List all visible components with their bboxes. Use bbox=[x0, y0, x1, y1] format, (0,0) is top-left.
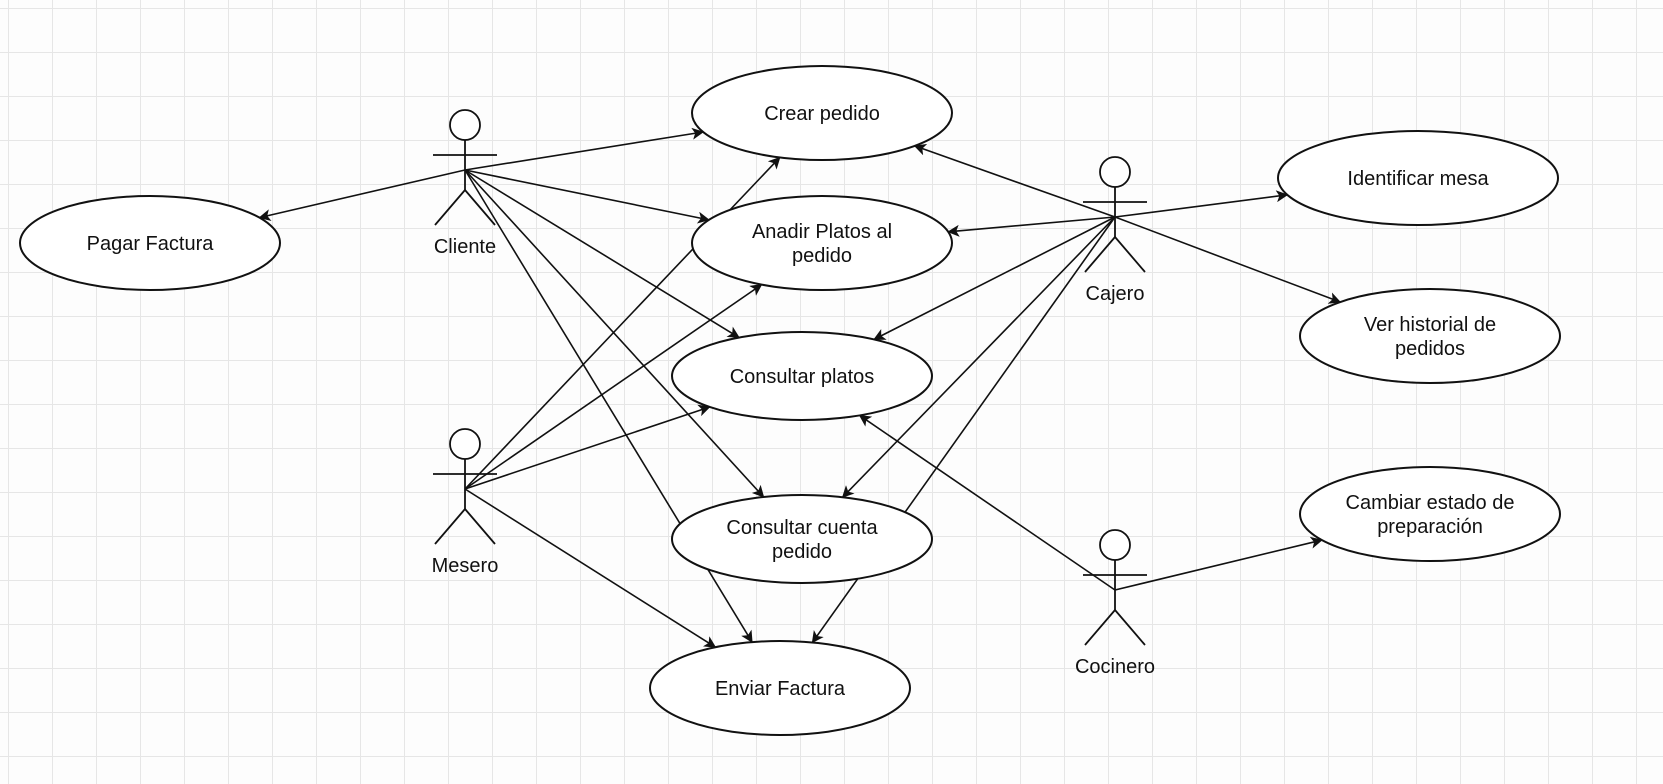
use-case-ellipse bbox=[19, 195, 281, 291]
actor-left-leg bbox=[1084, 236, 1116, 273]
association-cajero-consultar_cuenta bbox=[841, 216, 1116, 498]
association-cajero-historial bbox=[1114, 216, 1342, 304]
actor-label: Cocinero bbox=[1075, 656, 1155, 678]
actor-cliente[interactable]: Cliente bbox=[433, 109, 497, 258]
use-case-label: Crear pedido bbox=[764, 103, 880, 125]
association-cajero-anadir bbox=[947, 216, 1116, 237]
use-case-identificar[interactable]: Identificar mesa bbox=[1277, 130, 1559, 226]
use-case-label: Anadir Platos al bbox=[752, 221, 892, 243]
actor-head-icon bbox=[449, 428, 481, 460]
association-cliente-consultar_cuenta bbox=[464, 169, 765, 498]
use-case-consultar-platos[interactable]: Consultar platos bbox=[671, 331, 933, 421]
actor-left-leg bbox=[1084, 609, 1116, 646]
use-case-pagar[interactable]: Pagar Factura bbox=[19, 195, 281, 291]
actor-cajero[interactable]: Cajero bbox=[1083, 156, 1147, 305]
use-case-ellipse bbox=[671, 331, 933, 421]
use-case-label: Pagar Factura bbox=[87, 233, 215, 255]
use-case-label: Ver historial de bbox=[1364, 314, 1496, 336]
use-case-label: preparación bbox=[1377, 516, 1483, 538]
use-case-ellipse bbox=[691, 65, 953, 161]
use-case-label: Identificar mesa bbox=[1347, 168, 1489, 190]
association-cocinero-consultar_platos bbox=[858, 414, 1116, 591]
association-mesero-crear bbox=[464, 156, 781, 490]
use-case-ellipse bbox=[1299, 466, 1561, 562]
association-cajero-crear bbox=[913, 143, 1116, 218]
association-mesero-enviar bbox=[464, 488, 717, 648]
association-cliente-pagar bbox=[258, 169, 466, 221]
actor-label: Mesero bbox=[432, 555, 499, 577]
use-case-crear[interactable]: Crear pedido bbox=[691, 65, 953, 161]
association-mesero-consultar_platos bbox=[464, 404, 711, 490]
actor-head-icon bbox=[1099, 156, 1131, 188]
use-case-label: Consultar cuenta bbox=[726, 517, 878, 539]
association-cliente-anadir bbox=[464, 169, 710, 224]
use-case-label: Cambiar estado de bbox=[1346, 492, 1515, 514]
actor-right-leg bbox=[464, 508, 496, 545]
use-case-label: pedido bbox=[792, 245, 852, 267]
association-cliente-crear bbox=[464, 127, 705, 171]
actor-right-leg bbox=[464, 189, 496, 226]
use-case-label: Enviar Factura bbox=[715, 678, 846, 700]
actor-left-leg bbox=[434, 508, 466, 545]
association-cajero-identificar bbox=[1114, 190, 1289, 218]
use-case-ellipse bbox=[671, 494, 933, 584]
actor-cocinero[interactable]: Cocinero bbox=[1075, 529, 1155, 678]
associations bbox=[258, 127, 1342, 648]
association-cajero-consultar_platos bbox=[873, 216, 1116, 341]
actor-label: Cajero bbox=[1086, 283, 1145, 305]
actor-left-leg bbox=[434, 189, 466, 226]
actor-right-leg bbox=[1114, 609, 1146, 646]
actor-head-icon bbox=[1099, 529, 1131, 561]
association-cliente-consultar_platos bbox=[464, 169, 740, 339]
use-case-label: Consultar platos bbox=[730, 366, 875, 388]
actor-mesero[interactable]: Mesero bbox=[432, 428, 499, 577]
actor-right-leg bbox=[1114, 236, 1146, 273]
use-case-enviar[interactable]: Enviar Factura bbox=[649, 640, 911, 736]
use-case-ellipse bbox=[1299, 288, 1561, 384]
use-case-label: pedido bbox=[772, 541, 832, 563]
actor-head-icon bbox=[449, 109, 481, 141]
association-cocinero-cambiar bbox=[1114, 536, 1323, 591]
use-case-ellipse bbox=[1277, 130, 1559, 226]
association-mesero-anadir bbox=[464, 283, 763, 490]
actor-label: Cliente bbox=[434, 236, 496, 258]
use-case-ellipse bbox=[691, 195, 953, 291]
use-case-ellipse bbox=[649, 640, 911, 736]
use-case-label: pedidos bbox=[1395, 338, 1465, 360]
